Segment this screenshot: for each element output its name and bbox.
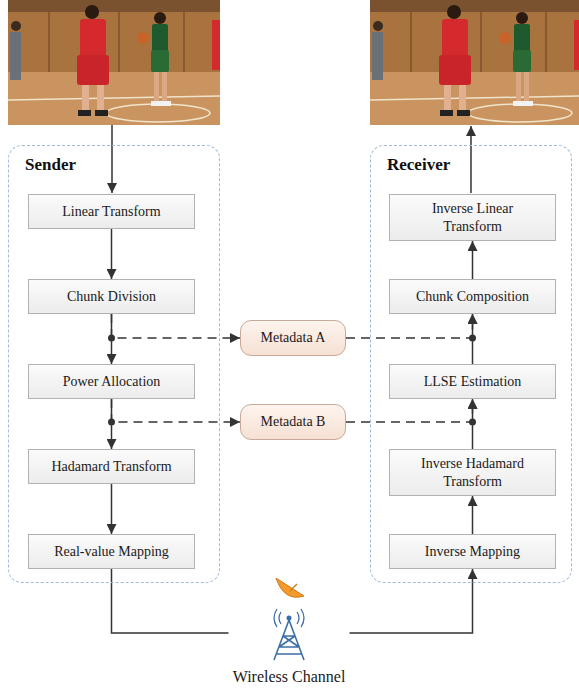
tower-icon [274,578,304,660]
metadata-connector [346,314,473,338]
player-head [154,12,166,24]
player-shorts [77,55,109,85]
group-heading: Receiver [387,155,450,175]
flow-arrow [350,569,473,633]
flow-arrow [472,241,474,279]
box-label: Chunk Division [67,288,156,306]
dish [276,578,304,597]
player-leg [97,85,104,111]
output-arrow [470,126,472,193]
process-box: Inverse Linear Transform [389,194,556,241]
group-box: ReceiverInverse Linear TransformChunk Co… [370,145,572,583]
signal-waves [274,609,304,627]
wall-panel [48,12,50,72]
basketball [137,32,149,44]
junction-dot [469,335,476,342]
player-jersey [152,24,168,52]
player-head [85,5,99,19]
court-photo-received [370,0,579,125]
player-leg [82,85,89,111]
process-box: Chunk Composition [389,279,556,314]
metadata-connector [112,314,241,338]
process-box: Power Allocation [28,364,195,399]
box-label: Real-value Mapping [54,543,169,561]
player-shoe [95,110,108,116]
antenna-top [287,616,292,621]
box-label: Chunk Composition [416,288,529,306]
metadata-label: Metadata B [261,414,326,430]
metadata-pill: Metadata B [240,404,346,440]
dish-feed [290,584,297,591]
flow-arrow [111,484,113,534]
process-box: Inverse Mapping [389,534,556,569]
process-box: Real-value Mapping [28,534,195,569]
box-label: Inverse Linear Transform [408,200,537,235]
box-label: LLSE Estimation [424,373,522,391]
flow-arrow [111,229,113,279]
box-label: Inverse Hadamard Transform [408,455,537,490]
court-line [8,96,220,100]
court-circle [106,104,210,122]
process-box: Chunk Division [28,279,195,314]
metadata-pill: Metadata A [240,320,346,356]
flow-arrow [112,569,229,633]
tower-lattice [274,620,304,660]
player-leg [154,72,159,102]
process-box: Linear Transform [28,194,195,229]
junction-dot [469,419,476,426]
process-box: Inverse Hadamard Transform [389,449,556,496]
input-arrow [111,125,113,193]
player-shoe [78,110,91,116]
process-box: LLSE Estimation [389,364,556,399]
player-shorts [151,50,169,72]
photo-wall [8,0,220,125]
junction-dot [108,419,115,426]
junction-dot [108,335,115,342]
spectator [10,32,21,80]
channel-label: Wireless Channel [233,668,346,686]
player-shoe [151,101,161,106]
group-heading: Sender [25,155,76,175]
metadata-connector [346,399,473,422]
box-label: Linear Transform [62,203,160,221]
player-leg [162,72,167,102]
player-jersey [80,19,106,57]
spectator-head [11,21,21,31]
wall-panel [183,12,185,72]
box-label: Inverse Mapping [425,543,520,561]
group-box: SenderLinear TransformChunk DivisionPowe… [8,145,220,583]
box-label: Hadamard Transform [51,458,171,476]
photo-wall-top [8,0,220,12]
flow-arrow [472,496,474,534]
wall-panel [118,12,120,72]
metadata-connector [112,399,241,422]
channel-node: Wireless Channel [229,572,350,688]
box-label: Power Allocation [63,373,161,391]
photo-floor [8,72,220,125]
edge-figure [212,20,220,70]
metadata-label: Metadata A [261,330,326,346]
process-box: Hadamard Transform [28,449,195,484]
player-shoe [161,101,171,106]
court-photo [8,0,220,125]
